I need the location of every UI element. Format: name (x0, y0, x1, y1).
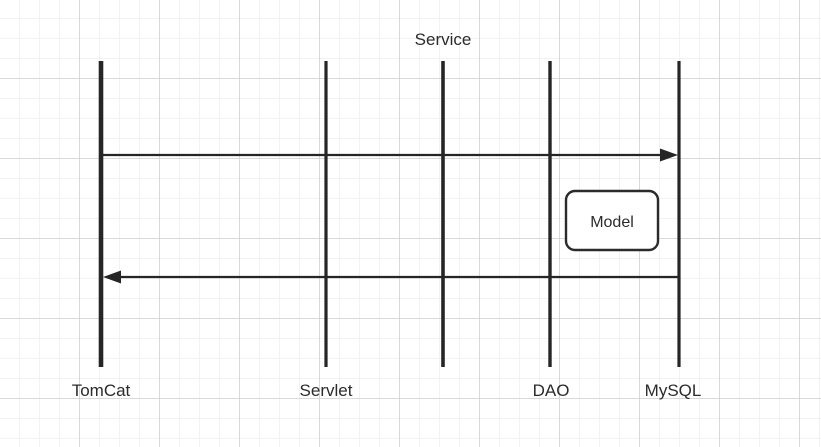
note-model[interactable]: Model (564, 189, 660, 252)
arrowhead-right-icon (660, 148, 678, 162)
message-request[interactable] (101, 148, 678, 162)
lifeline-label-servlet: Servlet (300, 381, 353, 400)
arrowhead-left-icon (103, 270, 121, 284)
lifeline-label-dao: DAO (533, 381, 570, 400)
note-model-box (564, 189, 660, 252)
lifeline-label-tomcat: TomCat (72, 381, 131, 400)
diagram-title: Service (415, 30, 472, 49)
note-model-label: Model (590, 214, 634, 231)
lifeline-label-mysql: MySQL (645, 381, 702, 400)
message-response[interactable] (103, 270, 679, 284)
